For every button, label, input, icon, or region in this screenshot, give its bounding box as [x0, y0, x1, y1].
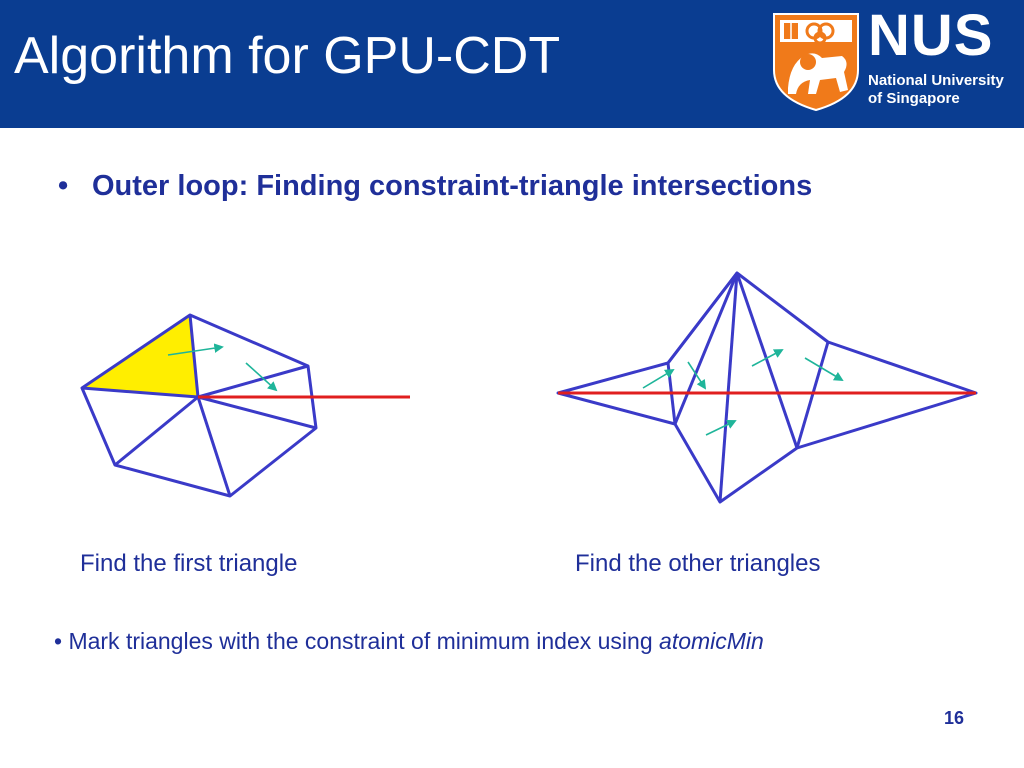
nus-wordmark: NUS [868, 3, 994, 68]
arrow-icon [167, 343, 224, 356]
caption-first-triangle: Find the first triangle [80, 550, 298, 577]
arrow-icon [751, 349, 784, 367]
arrow-icon [687, 361, 707, 390]
arrow-icon [642, 369, 675, 389]
atomicmin-term: atomicMin [659, 628, 764, 654]
caption-other-triangles: Find the other triangles [575, 550, 821, 577]
mark-triangles-bullet: • Mark triangles with the constraint of … [54, 628, 764, 655]
nus-logo: NUS National University of Singapore [770, 3, 1020, 112]
page-number: 16 [944, 708, 965, 728]
left-arrows [167, 343, 278, 392]
first-triangle-figure [80, 313, 410, 498]
outer-loop-bullet: • Outer loop: Finding constraint-triangle… [58, 170, 812, 203]
arrow-icon [245, 362, 278, 392]
nus-name-line1: National University [868, 72, 1004, 89]
arrow-icon [804, 357, 844, 381]
right-mesh-edges [556, 271, 978, 504]
title-bar: Algorithm for GPU-CDT NUS National Unive… [0, 0, 1024, 128]
other-triangles-figure [556, 271, 978, 504]
nus-name-line2: of Singapore [868, 90, 960, 107]
outer-loop-text: Outer loop: Finding constraint-triangle … [92, 170, 813, 202]
slide-title: Algorithm for GPU-CDT [14, 27, 561, 85]
right-arrows [642, 349, 844, 436]
left-mesh-edges [80, 313, 318, 498]
arrow-icon [705, 420, 737, 436]
mark-triangles-text: • Mark triangles with the constraint of … [54, 628, 660, 654]
bullet-marker: • [58, 170, 69, 202]
nus-crest-icon [773, 13, 859, 112]
triangulation-diagram [80, 271, 978, 504]
highlighted-triangle [82, 315, 198, 397]
